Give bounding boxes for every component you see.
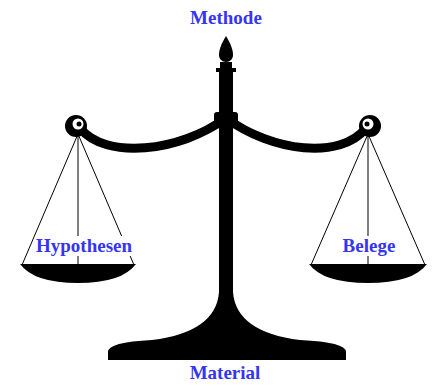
- label-text: Belege: [342, 236, 397, 257]
- label-text: Hypothesen: [35, 236, 133, 257]
- post-and-base: [108, 72, 346, 360]
- right-pan: [309, 264, 427, 283]
- finial: [219, 36, 233, 62]
- left-pan: [20, 264, 136, 283]
- label-text: Material: [189, 363, 262, 384]
- scroll-right: [359, 115, 381, 137]
- label-text: Methode: [189, 8, 263, 29]
- scroll-left: [65, 115, 87, 137]
